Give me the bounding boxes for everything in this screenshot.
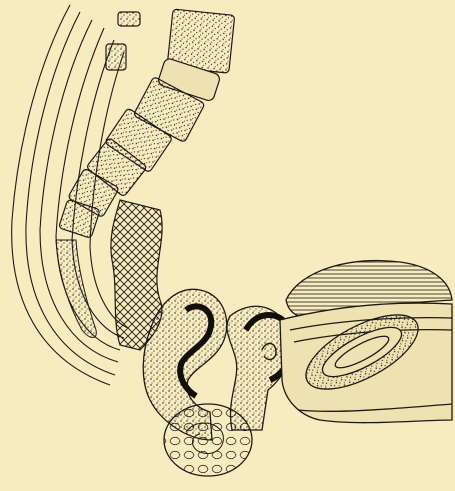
vertebral-segments [59,9,235,238]
lower-round-convoluted-mass [164,404,252,476]
